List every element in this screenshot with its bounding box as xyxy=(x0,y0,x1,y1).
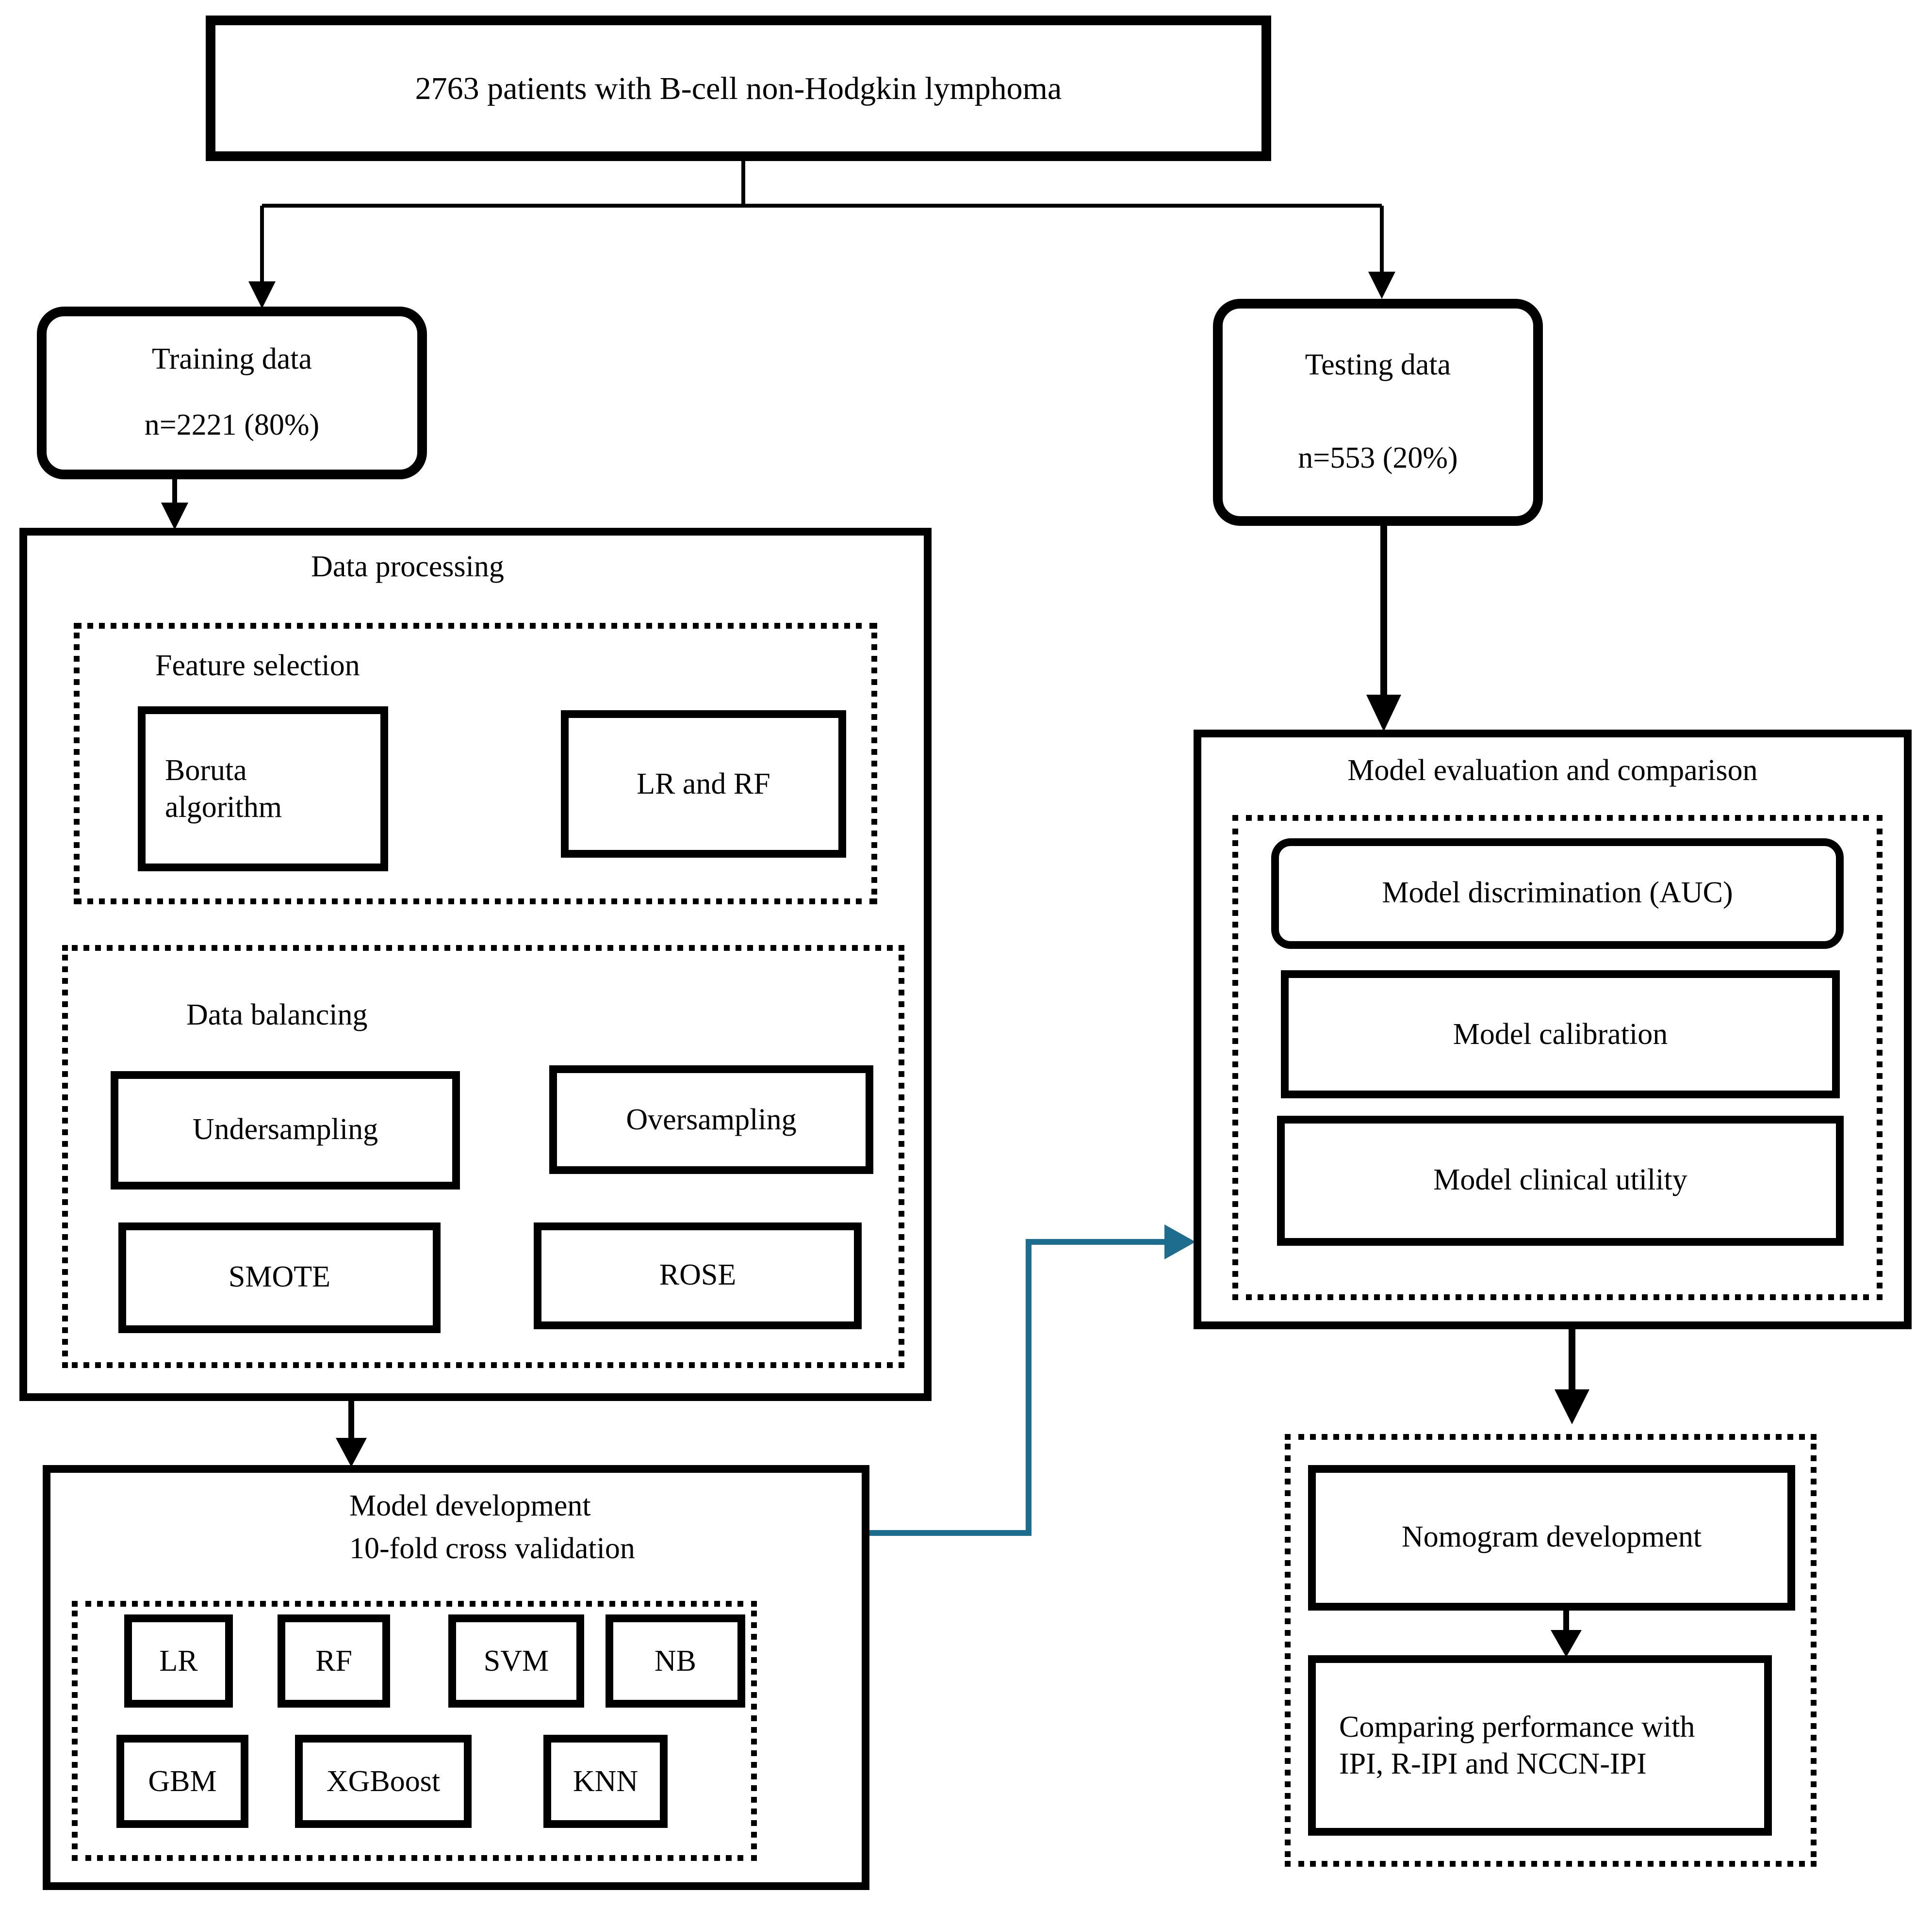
boruta-box: Boruta algorithm xyxy=(138,706,388,871)
rf-box: RF xyxy=(278,1614,390,1708)
lr-label: LR xyxy=(159,1645,198,1678)
gbm-label: GBM xyxy=(148,1765,217,1798)
lr-box: LR xyxy=(124,1614,233,1708)
arrow-modeldev-to-evaluation-line xyxy=(866,1239,1168,1536)
comparing-performance-box: Comparing performance with IPI, R-IPI an… xyxy=(1308,1655,1772,1836)
model-clinical-utility-label: Model clinical utility xyxy=(1433,1164,1687,1197)
oversampling-label: Oversampling xyxy=(626,1103,797,1136)
model-development-title-line2: 10-fold cross validation xyxy=(349,1533,635,1566)
algorithms-group xyxy=(72,1601,757,1861)
model-development-title: Model development 10-fold cross validati… xyxy=(349,1486,635,1572)
model-calibration-label: Model calibration xyxy=(1453,1018,1668,1051)
comparing-performance-line2: IPI, R-IPI and NCCN-IPI xyxy=(1339,1747,1647,1780)
rose-label: ROSE xyxy=(659,1259,737,1292)
training-data-box: Training data n=2221 (80%) xyxy=(37,307,427,479)
oversampling-box: Oversampling xyxy=(549,1065,873,1174)
knn-label: KNN xyxy=(573,1765,639,1798)
svm-label: SVM xyxy=(483,1645,549,1678)
rose-box: ROSE xyxy=(534,1222,862,1329)
svm-box: SVM xyxy=(448,1614,584,1708)
model-discrimination-box: Model discrimination (AUC) xyxy=(1271,838,1844,949)
comparing-performance-line1: Comparing performance with xyxy=(1339,1711,1695,1744)
nomogram-group xyxy=(1285,1434,1817,1867)
comparing-performance-label: Comparing performance with IPI, R-IPI an… xyxy=(1339,1709,1695,1782)
patients-box: 2763 patients with B-cell non-Hodgkin ly… xyxy=(206,16,1271,161)
data-processing-title: Data processing xyxy=(311,551,504,584)
model-evaluation-title: Model evaluation and comparison xyxy=(1347,755,1758,788)
nomogram-development-box: Nomogram development xyxy=(1308,1465,1795,1611)
data-balancing-group xyxy=(62,945,904,1368)
xgboost-label: XGBoost xyxy=(326,1765,441,1798)
testing-data-box: Testing data n=553 (20%) xyxy=(1213,299,1543,526)
patients-label: 2763 patients with B-cell non-Hodgkin ly… xyxy=(415,70,1062,107)
model-discrimination-label: Model discrimination (AUC) xyxy=(1382,877,1733,910)
arrow-evaluation-to-nomogram-head xyxy=(1555,1389,1589,1424)
feature-selection-title: Feature selection xyxy=(155,650,360,683)
smote-label: SMOTE xyxy=(228,1261,331,1294)
feature-selection-group xyxy=(74,623,877,904)
model-development-title-line1: Model development xyxy=(349,1490,591,1523)
testing-data-title: Testing data xyxy=(1305,350,1451,383)
testing-data-count: n=553 (20%) xyxy=(1298,442,1458,475)
arrow-to-training-head xyxy=(248,281,276,309)
boruta-label: Boruta algorithm xyxy=(165,754,282,824)
arrow-dataprocessing-to-modeldev-head xyxy=(336,1438,367,1467)
arrow-modeldev-to-evaluation-head xyxy=(1164,1224,1195,1259)
arrow-to-testing-head xyxy=(1368,272,1395,299)
rf-label: RF xyxy=(315,1645,352,1678)
evaluation-items-group xyxy=(1232,815,1883,1300)
lr-rf-label: LR and RF xyxy=(637,767,770,800)
xgboost-box: XGBoost xyxy=(295,1735,472,1828)
training-data-count: n=2221 (80%) xyxy=(144,409,320,442)
nomogram-development-label: Nomogram development xyxy=(1401,1521,1702,1554)
training-data-title: Training data xyxy=(151,344,312,377)
knn-box: KNN xyxy=(543,1735,668,1828)
gbm-box: GBM xyxy=(116,1735,248,1828)
arrow-nomogram-to-comparing-head xyxy=(1551,1630,1582,1657)
nb-label: NB xyxy=(654,1645,697,1678)
nb-box: NB xyxy=(606,1614,745,1708)
arrow-training-to-dataprocessing-head xyxy=(161,503,188,530)
smote-box: SMOTE xyxy=(118,1222,441,1333)
undersampling-label: Undersampling xyxy=(192,1114,378,1147)
lr-rf-box: LR and RF xyxy=(561,710,846,858)
model-clinical-utility-box: Model clinical utility xyxy=(1277,1116,1844,1246)
model-calibration-box: Model calibration xyxy=(1281,970,1840,1098)
undersampling-box: Undersampling xyxy=(111,1071,460,1190)
arrow-testing-to-evaluation-head xyxy=(1366,695,1401,732)
data-balancing-title: Data balancing xyxy=(186,999,368,1032)
